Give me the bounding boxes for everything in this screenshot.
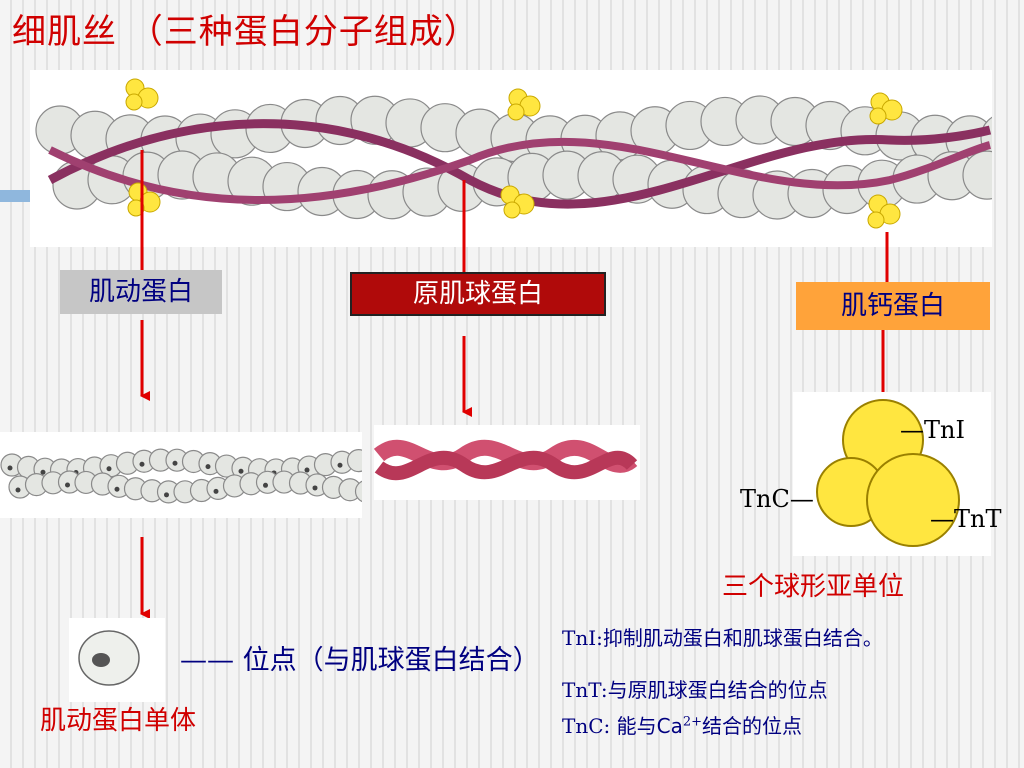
tropomyosin-illustration xyxy=(373,425,640,500)
actin-strand-bottom-row xyxy=(8,470,379,504)
bead-site-dot xyxy=(312,485,318,491)
tnc-tag: TnC— xyxy=(740,485,814,513)
tnt-description: TnT:与原肌球蛋白结合的位点 xyxy=(562,678,828,702)
bead-site-dot xyxy=(238,468,244,474)
tnc-desc-ion: Ca xyxy=(656,714,683,738)
binding-site-label: —— 位点（与肌球蛋白结合） xyxy=(180,645,540,676)
bead-site-dot xyxy=(7,465,13,471)
tnc-desc-prefix: TnC: 能与 xyxy=(562,714,657,738)
subunits-label: 三个球形亚单位 xyxy=(722,572,905,602)
tropomyosin-label: 原肌球蛋白 xyxy=(350,272,606,316)
bead-site-dot xyxy=(106,466,112,472)
tni-description: TnI:抑制肌动蛋白和肌球蛋白结合。 xyxy=(562,626,883,650)
tropomyosin-strand-2 xyxy=(48,137,992,204)
tnc-desc-suffix: 结合的位点 xyxy=(702,714,803,738)
bead-site-dot xyxy=(114,486,120,492)
actin-monomer-illustration xyxy=(69,618,165,702)
tnt-tag: —TnT xyxy=(930,505,1002,533)
actin-monomer-svg xyxy=(78,630,140,686)
troponin-svg xyxy=(816,399,960,547)
thin-filament-illustration xyxy=(30,70,1024,247)
tropomyosin-rope-a xyxy=(373,439,638,473)
bead-site-dot xyxy=(337,462,343,468)
bead-site-dot xyxy=(139,461,145,467)
tropomyosin-svg xyxy=(373,439,638,481)
bead-site-dot xyxy=(15,487,21,493)
troponin-label: 肌钙蛋白 xyxy=(796,282,990,330)
troponin-complex-2 xyxy=(500,88,541,219)
actin-beads-top xyxy=(35,95,1024,165)
bead-site-dot xyxy=(263,482,268,488)
tni-tag: —TnI xyxy=(900,416,965,444)
bead-site-dot xyxy=(205,464,211,470)
tnt-globule xyxy=(866,453,960,547)
actin-label: 肌动蛋白 xyxy=(60,270,222,314)
actin-strand-illustration xyxy=(0,432,379,518)
actin-strand-svg xyxy=(0,448,379,504)
troponin-complex-3 xyxy=(867,92,903,229)
bead-site-dot xyxy=(164,492,169,498)
bead-site-dot xyxy=(213,488,219,494)
thin-filament-svg xyxy=(35,78,1024,229)
actin-monomer-label: 肌动蛋白单体 xyxy=(40,706,197,736)
bead-site-dot xyxy=(65,482,70,488)
binding-site xyxy=(92,653,110,667)
page-title: 细肌丝 （三种蛋白分子组成） xyxy=(12,12,479,52)
tnc-desc-charge: 2+ xyxy=(682,714,703,730)
bead-site-dot xyxy=(40,469,46,475)
bead-site-dot xyxy=(172,460,178,466)
troponin-complex-illustration xyxy=(793,392,991,556)
tropomyosin-strand-1 xyxy=(47,119,992,209)
tnc-description: TnC: 能与Ca2+结合的位点 xyxy=(562,710,802,739)
bead-site-dot xyxy=(304,467,310,473)
tropomyosin-rope-b xyxy=(374,450,638,481)
